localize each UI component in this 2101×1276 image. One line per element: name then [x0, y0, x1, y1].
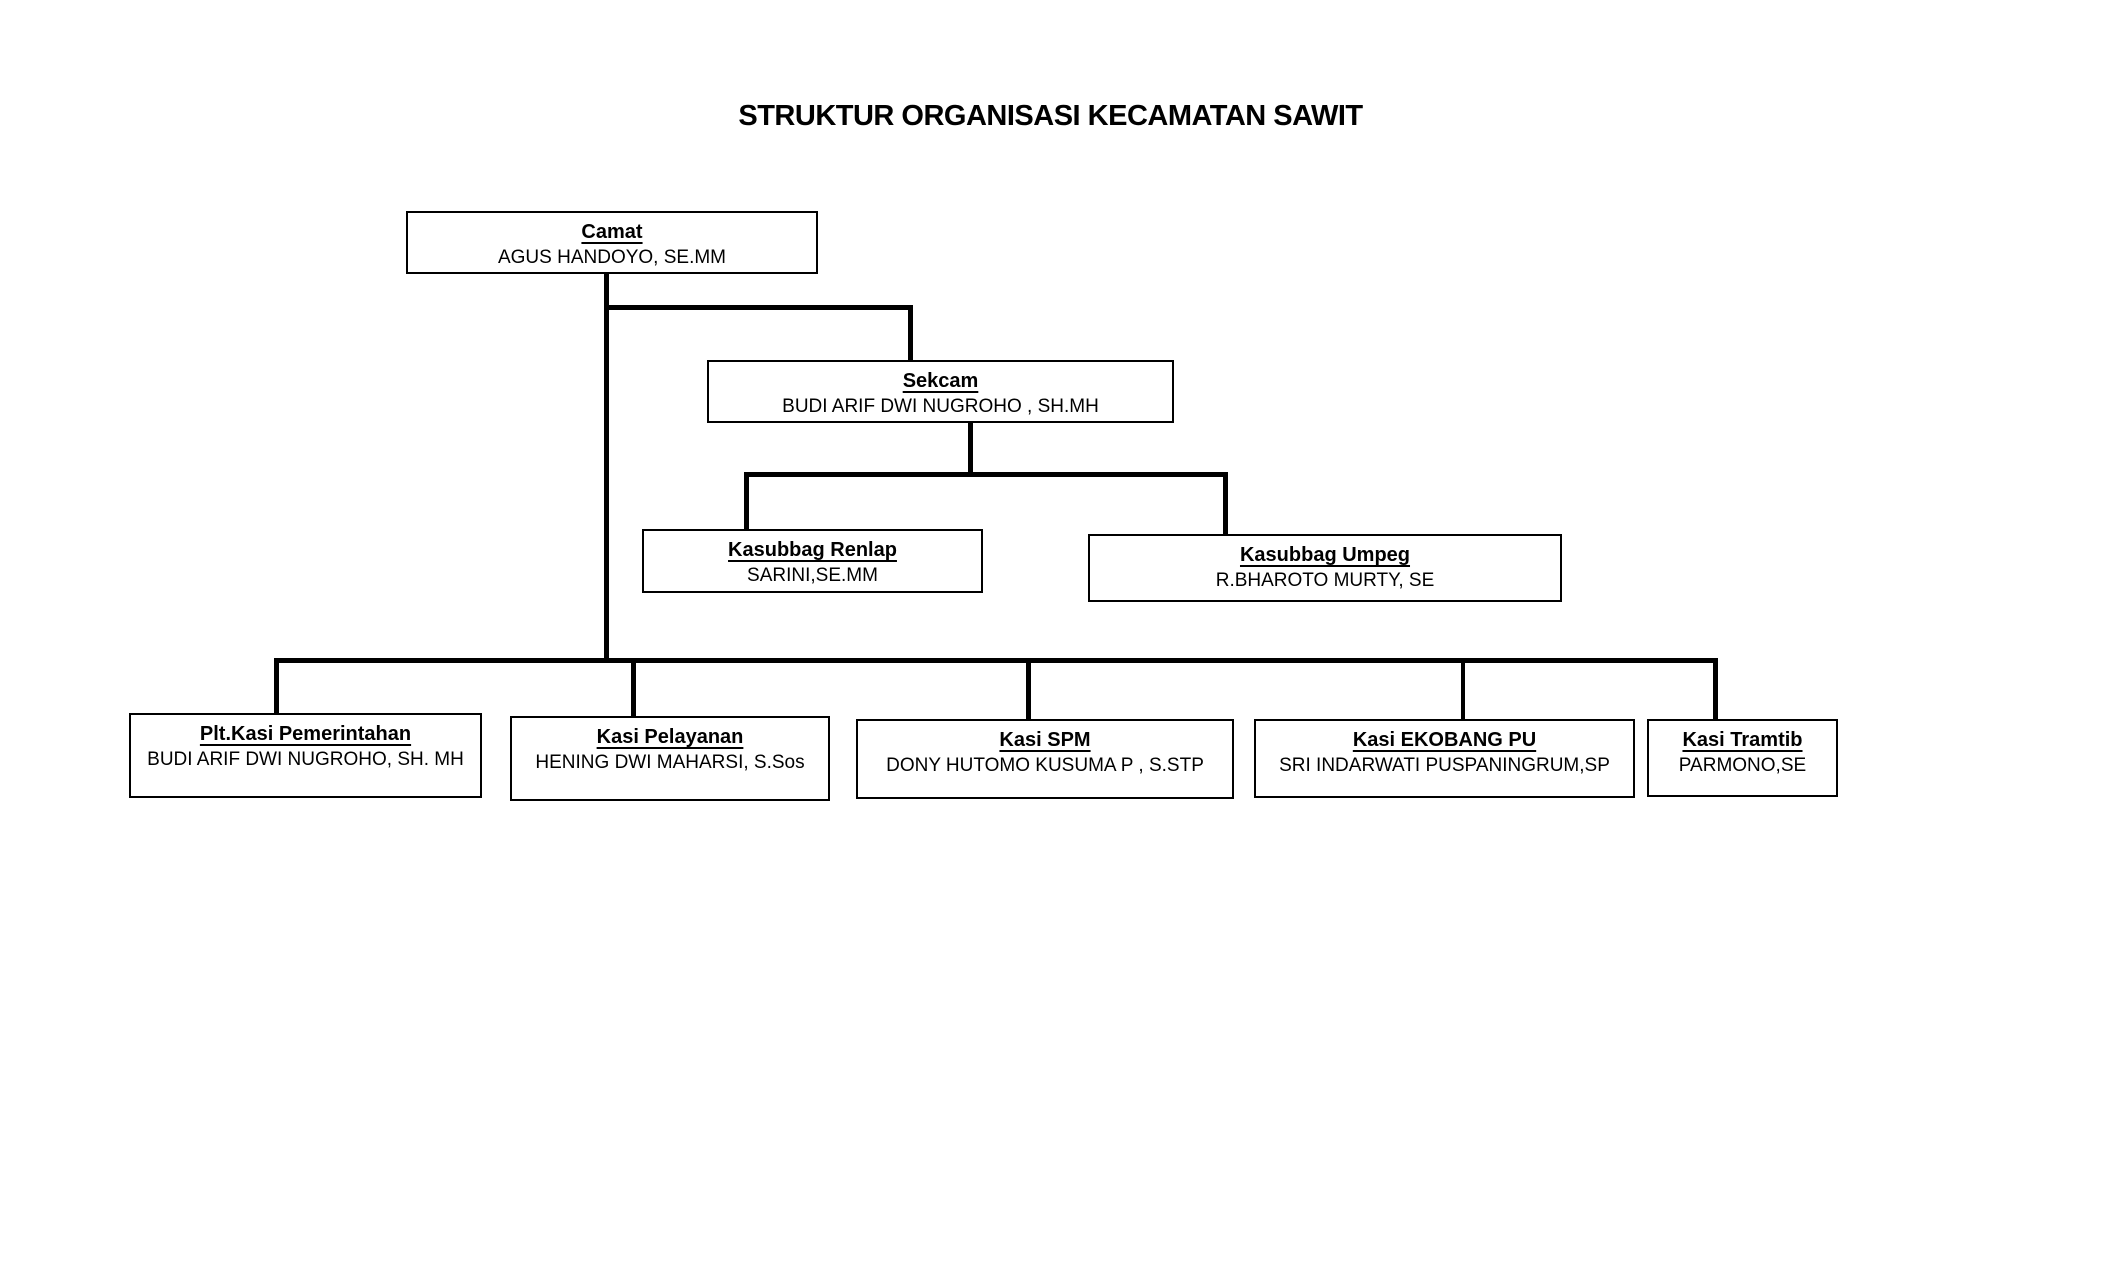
- role-label: Kasubbag Renlap: [728, 539, 897, 561]
- person-name: AGUS HANDOYO, SE.MM: [497, 247, 727, 268]
- connector-camat-sekcam-vertical: [908, 305, 913, 361]
- org-box-kasubbag-umpeg: Kasubbag Umpeg R.BHAROTO MURTY, SE: [1088, 534, 1562, 602]
- role-label: Camat: [581, 221, 643, 243]
- connector-sekcam-drop: [968, 422, 973, 477]
- connector-spm-drop: [1026, 658, 1031, 720]
- connector-mid-rail: [744, 472, 1228, 477]
- person-name: SARINI,SE.MM: [747, 565, 878, 586]
- org-box-kasubbag-renlap: Kasubbag Renlap SARINI,SE.MM: [642, 529, 983, 593]
- org-box-camat: Camat AGUS HANDOYO, SE.MM: [406, 211, 818, 274]
- org-box-kasi-tramtib: Kasi Tramtib PARMONO,SE: [1647, 719, 1838, 797]
- connector-ekobang-drop: [1461, 658, 1465, 720]
- connector-pelayanan-drop: [631, 658, 636, 717]
- org-box-kasi-spm: Kasi SPM DONY HUTOMO KUSUMA P , S.STP: [856, 719, 1234, 799]
- role-label: Plt.Kasi Pemerintahan: [199, 723, 412, 745]
- role-label: Kasi Tramtib: [1682, 729, 1803, 751]
- connector-camat-trunk: [604, 273, 609, 663]
- role-label: Kasi EKOBANG PU: [1352, 729, 1537, 751]
- person-name: BUDI ARIF DWI NUGROHO, SH. MH: [147, 749, 464, 770]
- connector-renlap-drop: [744, 472, 749, 530]
- connector-bottom-rail: [274, 658, 1718, 663]
- connector-tramtib-drop: [1713, 658, 1718, 720]
- role-label: Kasi Pelayanan: [596, 726, 744, 748]
- role-label: Kasi SPM: [999, 729, 1091, 751]
- person-name: SRI INDARWATI PUSPANINGRUM,SP: [1279, 755, 1610, 776]
- person-name: HENING DWI MAHARSI, S.Sos: [535, 752, 805, 773]
- person-name: R.BHAROTO MURTY, SE: [1215, 570, 1435, 591]
- role-label: Kasubbag Umpeg: [1239, 544, 1411, 566]
- connector-pemerintahan-drop: [274, 658, 279, 714]
- role-label: Sekcam: [902, 370, 979, 392]
- connector-umpeg-drop: [1223, 472, 1228, 535]
- org-box-kasi-ekobang-pu: Kasi EKOBANG PU SRI INDARWATI PUSPANINGR…: [1254, 719, 1635, 798]
- person-name: PARMONO,SE: [1678, 755, 1807, 776]
- person-name: DONY HUTOMO KUSUMA P , S.STP: [886, 755, 1204, 776]
- org-box-sekcam: Sekcam BUDI ARIF DWI NUGROHO , SH.MH: [707, 360, 1174, 423]
- org-box-kasi-pemerintahan: Plt.Kasi Pemerintahan BUDI ARIF DWI NUGR…: [129, 713, 482, 798]
- org-box-kasi-pelayanan: Kasi Pelayanan HENING DWI MAHARSI, S.Sos: [510, 716, 830, 801]
- person-name: BUDI ARIF DWI NUGROHO , SH.MH: [782, 396, 1099, 417]
- page-title: STRUKTUR ORGANISASI KECAMATAN SAWIT: [738, 100, 1363, 132]
- connector-camat-sekcam-horizontal: [604, 305, 913, 310]
